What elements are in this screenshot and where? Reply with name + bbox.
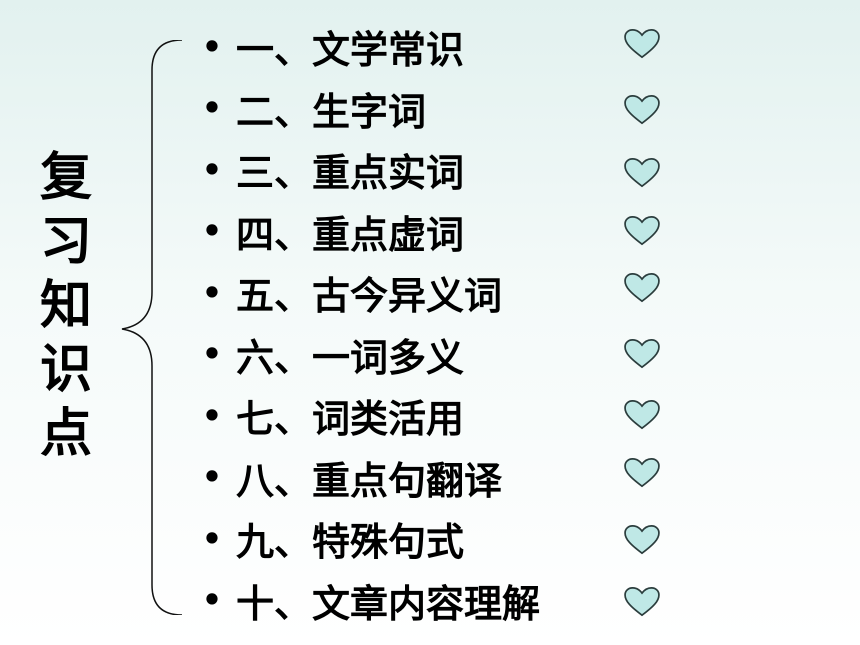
topic-item: • 二、生字词: [200, 78, 660, 140]
topic-item: • 五、古今异义词: [200, 262, 660, 324]
topic-item: • 十、文章内容理解: [200, 570, 660, 632]
topic-label: 二、生字词: [236, 89, 427, 134]
topic-label: 四、重点虚词: [236, 212, 465, 257]
bullet-icon: •: [201, 212, 223, 251]
bullet-icon: •: [201, 581, 223, 620]
topic-item: • 九、特殊句式: [200, 508, 660, 570]
bullet-icon: •: [201, 89, 223, 128]
bullet-icon: •: [201, 150, 223, 189]
heart-icon: [624, 29, 660, 59]
topic-list: • 一、文学常识 • 二、生字词 • 三、重点实词 • 四、重点虚词: [200, 16, 660, 632]
topic-item: • 六、一词多义: [200, 324, 660, 386]
bullet-icon: •: [201, 273, 223, 312]
heart-icon: [624, 400, 660, 430]
title-char-3: 知: [39, 276, 92, 336]
topic-label: 三、重点实词: [236, 151, 465, 196]
title-char-5: 点: [39, 404, 92, 464]
title-char-4: 识: [39, 340, 92, 400]
title-char-1: 复: [39, 148, 92, 208]
bullet-icon: •: [201, 27, 223, 66]
topic-item: • 一、文学常识: [200, 16, 660, 78]
topic-item: • 三、重点实词: [200, 139, 660, 201]
topic-item: • 七、词类活用: [200, 385, 660, 447]
heart-icon: [624, 586, 660, 616]
topic-label: 五、古今异义词: [236, 274, 503, 319]
bullet-icon: •: [201, 335, 223, 374]
bullet-icon: •: [201, 396, 223, 435]
heart-icon: [624, 273, 660, 303]
heart-icon: [624, 158, 660, 188]
heart-icon: [624, 215, 660, 245]
topic-label: 六、一词多义: [236, 335, 465, 380]
topic-item: • 八、重点句翻译: [200, 447, 660, 509]
heart-icon: [624, 338, 660, 368]
title-char-2: 习: [39, 212, 92, 272]
topic-label: 一、文学常识: [236, 28, 465, 73]
curly-brace-icon: [121, 40, 183, 615]
heart-icon: [624, 525, 660, 555]
bullet-icon: •: [201, 458, 223, 497]
topic-item: • 四、重点虚词: [200, 201, 660, 263]
topic-label: 七、词类活用: [236, 397, 465, 442]
bullet-icon: •: [201, 519, 223, 558]
topic-label: 九、特殊句式: [236, 520, 465, 565]
topic-label: 八、重点句翻译: [236, 458, 503, 503]
heart-icon: [624, 94, 660, 124]
topic-label: 十、文章内容理解: [236, 581, 541, 626]
review-knowledge-points-title: 复 习 知 识 点: [30, 150, 102, 462]
heart-icon: [624, 457, 660, 487]
